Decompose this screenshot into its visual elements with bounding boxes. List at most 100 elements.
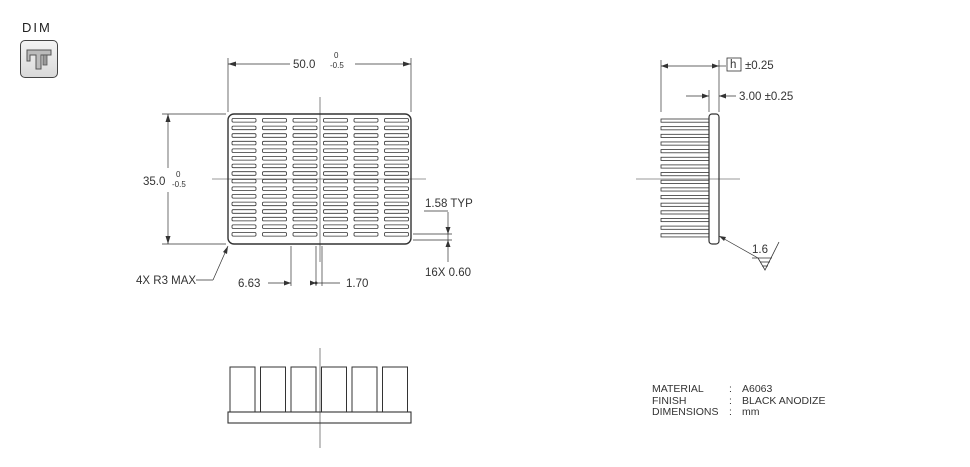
side-fin (660, 210, 710, 215)
fin-slot (384, 125, 409, 131)
fin-slot (384, 224, 409, 229)
fin-slot (231, 201, 257, 207)
fin-slot (292, 163, 318, 169)
front-pins (229, 366, 408, 413)
side-fin (660, 233, 710, 238)
note-key: FINISH (652, 394, 687, 407)
fin-slot (353, 178, 379, 184)
fin-slot (323, 140, 348, 146)
fin-slot (231, 186, 257, 191)
note-value: A6063 (742, 383, 773, 395)
fin-slot (323, 201, 348, 207)
fin-slot (323, 118, 348, 123)
side-fin (660, 126, 710, 131)
fin-slot (231, 194, 257, 199)
front-pin (260, 366, 286, 413)
fin-slot (292, 186, 318, 191)
fin-slot (323, 216, 348, 222)
width-dim-lower-tol: -0.5 (330, 61, 344, 70)
fin-slot (292, 140, 318, 146)
fin-slot (323, 163, 348, 169)
fin-slot (231, 232, 257, 237)
side-fin (660, 141, 710, 146)
fin-slot (353, 133, 379, 138)
front-pin (290, 366, 317, 413)
fin-slot (262, 224, 287, 229)
fin-slot (262, 194, 287, 199)
fin-slot (384, 118, 409, 123)
height-dim-upper-tol: 0 (176, 170, 181, 179)
front-pin (382, 366, 408, 413)
fin-slot (384, 194, 409, 199)
fin-slot (231, 148, 257, 153)
fin-slot (323, 171, 348, 176)
fin-slot (262, 148, 287, 153)
note-value: mm (742, 406, 760, 418)
dim-badge-label: DIM (22, 20, 52, 35)
front-view (227, 348, 412, 448)
fin-slot (231, 140, 257, 146)
fin-slot (262, 163, 287, 169)
slot-typ-dim: 1.58 TYP (425, 198, 473, 210)
fin-slot (323, 232, 348, 237)
fin-slot (292, 201, 318, 207)
side-fin (660, 149, 710, 154)
fin-slot (262, 186, 287, 191)
fin-slot (384, 186, 409, 191)
fin-slot (353, 156, 379, 161)
side-fin (660, 218, 710, 223)
side-fin (660, 164, 710, 169)
fin-slot (353, 171, 379, 176)
fin-slot (231, 224, 257, 229)
fin-slot (384, 171, 409, 176)
pin-pitch-dim: 6.63 (238, 278, 260, 290)
fin-slot (323, 178, 348, 184)
side-fin (660, 118, 710, 123)
side-fin (660, 156, 710, 161)
fin-slot (262, 140, 287, 146)
surface-roughness-value: 1.6 (752, 244, 768, 256)
note-finish: FINISH:BLACK ANODIZE (652, 394, 826, 407)
fin-slot (353, 163, 379, 169)
fin-slot (292, 216, 318, 222)
side-fins (660, 118, 710, 238)
fin-slot (384, 163, 409, 169)
fin-slot (262, 201, 287, 207)
fin-slot (384, 133, 409, 138)
fin-slot (292, 133, 318, 138)
fin-slot (292, 224, 318, 229)
fin-slot (231, 125, 257, 131)
side-fin (660, 133, 710, 138)
fin-slot (262, 156, 287, 161)
fin-slot (323, 125, 348, 131)
front-pin (229, 366, 256, 413)
fin-slot (353, 224, 379, 229)
side-fin (660, 225, 710, 230)
fin-slot (292, 125, 318, 131)
side-view (636, 57, 780, 271)
fin-slot (323, 224, 348, 229)
fin-slot (384, 209, 409, 214)
fin-slot (353, 140, 379, 146)
pin-width-dim: 1.70 (346, 278, 368, 290)
fin-slot (384, 216, 409, 222)
material-notes: MATERIAL:A6063 FINISH:BLACK ANODIZE DIME… (652, 383, 826, 419)
fin-slot (353, 148, 379, 153)
fin-slot (231, 178, 257, 184)
note-material: MATERIAL:A6063 (652, 383, 773, 395)
fin-slot (262, 171, 287, 176)
note-value: BLACK ANODIZE (742, 394, 826, 407)
fin-slot (292, 156, 318, 161)
fin-slot (262, 178, 287, 184)
slot-count-dim: 16X 0.60 (425, 267, 471, 279)
height-dim-lower-tol: -0.5 (172, 180, 186, 189)
fin-slot (353, 118, 379, 123)
fin-grid (231, 118, 409, 237)
fin-slot (384, 178, 409, 184)
note-key: DIMENSIONS (652, 406, 719, 418)
fin-slot (353, 201, 379, 207)
fin-slot (323, 156, 348, 161)
side-fin (660, 187, 710, 192)
fin-slot (384, 148, 409, 153)
